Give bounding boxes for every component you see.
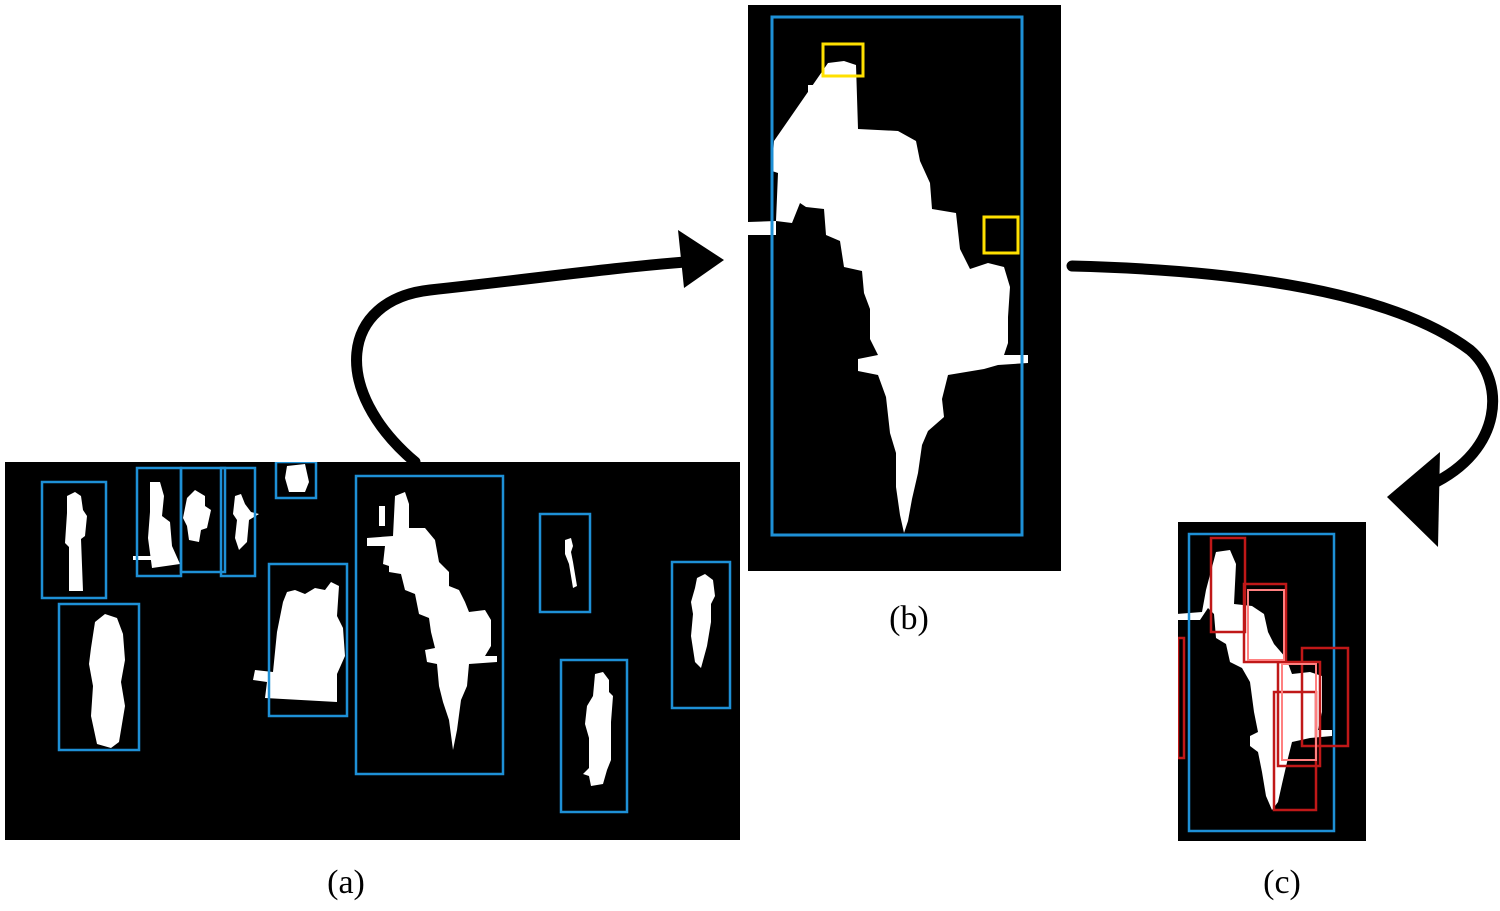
panel-c-person-boxes: [1178, 536, 1350, 812]
panel-a-canvas: [40, 462, 732, 814]
panel-c-segmented-blob: [1178, 522, 1366, 841]
panel-b-silhouette: [748, 61, 1028, 533]
panel-c-person-boxes-light: [1247, 589, 1317, 761]
arrow-b-to-c: [1066, 260, 1499, 547]
panel-b-head-boxes: [821, 42, 1020, 255]
panel-b-blob-box: [770, 15, 1024, 537]
panel-b-zoomed-blob: [748, 5, 1061, 571]
caption-c: (c): [1263, 864, 1301, 901]
panel-c-canvas: [1178, 532, 1350, 833]
panel-a-silhouettes: [65, 464, 715, 786]
panel-a-mask-image: [5, 462, 740, 840]
panel-c-silhouette: [1178, 550, 1332, 810]
arrow-a-to-b: [351, 230, 724, 468]
panel-b-canvas: [748, 15, 1028, 537]
caption-a: (a): [327, 864, 365, 901]
panel-c-blob-box: [1187, 532, 1336, 833]
panel-a-blob-boxes: [40, 462, 732, 814]
caption-b: (b): [889, 600, 929, 637]
